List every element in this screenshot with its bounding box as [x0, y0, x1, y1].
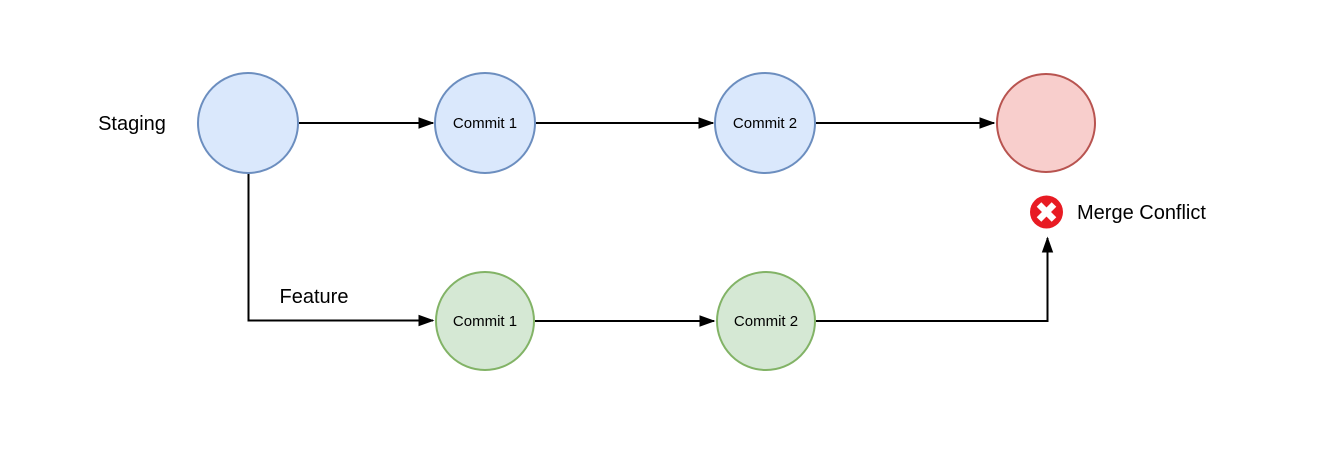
staging-commit2-label: Commit 2: [733, 115, 797, 132]
merge-conflict-error-icon: [1030, 195, 1063, 229]
staging-commit1-label: Commit 1: [453, 115, 517, 132]
feature-commit1-label: Commit 1: [453, 313, 517, 330]
edge-branch-start-to-feature-commit1: [247, 173, 435, 327]
staging-branch-label: Staging: [98, 113, 166, 135]
feature-commit2-node: [716, 271, 816, 371]
staging-commit2-node: [714, 72, 816, 174]
staging-commit1-node: [434, 72, 536, 174]
feature-commit1-node: [435, 271, 535, 371]
edge-feature-commit2-to-conflict: [816, 236, 1054, 322]
feature-commit2-label: Commit 2: [734, 313, 798, 330]
merge-conflict-label: Merge Conflict: [1077, 202, 1206, 224]
error-x-glyph: [1036, 202, 1057, 222]
merge-result-node: [996, 73, 1096, 173]
feature-branch-label: Feature: [280, 286, 349, 308]
staging-start-node: [197, 72, 299, 174]
